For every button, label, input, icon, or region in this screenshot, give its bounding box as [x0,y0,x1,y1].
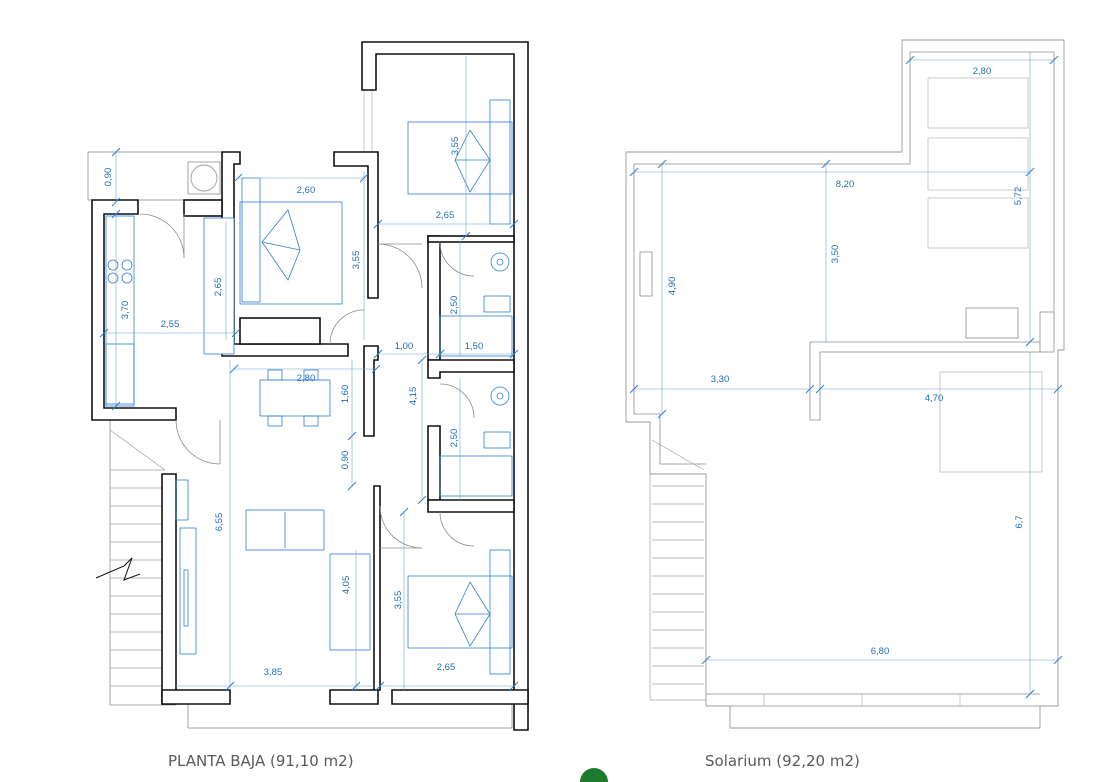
dim-label-2-65-bed3: 2,65 [437,662,456,673]
ground-floor-doors [139,213,475,549]
dim-label-2-65-bed2: 2,65 [436,210,455,221]
solarium-outline [625,39,1065,729]
dim-label-3-70: 3,70 [120,301,131,320]
dim-label-2-50-bath2: 2,50 [449,429,460,448]
solarium-plan: 2,80 8,20 5,72 3,50 4,90 3,30 4,70 6,7 6… [625,39,1065,729]
solarium-dimension-labels: 2,80 8,20 5,72 3,50 4,90 3,30 4,70 6,7 6… [667,66,1025,657]
dim-label-solarium-4-70: 4,70 [925,393,944,404]
ground-floor-dimension-lines [104,56,514,690]
dim-label-2-80: 2,80 [297,373,316,384]
dim-label-2-65-kitchen: 2,65 [213,278,224,297]
dim-label-3-55-bed1: 3,55 [351,251,362,270]
solarium-stairs [649,422,706,701]
dim-label-0-90-hall: 0,90 [340,451,351,470]
ground-floor-dimension-ticks [99,147,519,691]
ground-floor-outline [87,60,513,729]
ground-floor-dimension-labels: 0,90 2,60 3,55 2,65 3,70 2,55 3,55 2,65 … [103,137,483,678]
green-badge-icon [580,768,608,782]
dim-label-solarium-6-80: 6,80 [871,646,890,657]
dim-label-solarium-5-72: 5,72 [1013,187,1024,206]
dim-label-solarium-8-20: 8,20 [836,179,855,190]
dim-label-3-55-bed3: 3,55 [393,591,404,610]
solarium-caption: Solarium (92,20 m2) [705,752,860,770]
dim-label-0-90-top: 0,90 [103,168,114,187]
ground-floor-furniture [105,99,513,675]
dim-label-2-60: 2,60 [297,185,316,196]
dim-label-1-50: 1,50 [465,341,484,352]
solarium-dimension-lines [634,52,1058,694]
dim-label-solarium-6-7: 6,7 [1014,515,1025,528]
dim-label-2-55: 2,55 [161,319,180,330]
dim-label-solarium-2-80: 2,80 [973,66,992,77]
dim-label-solarium-4-90: 4,90 [667,277,678,296]
solarium-dimension-ticks [629,55,1063,699]
ground-floor-plan: 0,90 2,60 3,55 2,65 3,70 2,55 3,55 2,65 … [87,41,529,731]
dim-label-solarium-3-50: 3,50 [830,245,841,264]
dim-label-3-55-bed2: 3,55 [450,137,461,156]
ground-floor-walls [91,41,529,731]
dim-label-4-05: 4,05 [341,576,352,595]
dim-label-4-15: 4,15 [408,387,419,406]
dim-label-3-85: 3,85 [264,667,283,678]
dim-label-1-60: 1,60 [340,385,351,404]
ground-floor-caption: PLANTA BAJA (91,10 m2) [168,752,354,770]
stairs [95,429,166,687]
dim-label-2-50-bath1: 2,50 [449,296,460,315]
dim-label-1-00: 1,00 [395,341,414,352]
dim-label-solarium-3-30: 3,30 [711,374,730,385]
dim-label-6-55: 6,55 [214,513,225,532]
